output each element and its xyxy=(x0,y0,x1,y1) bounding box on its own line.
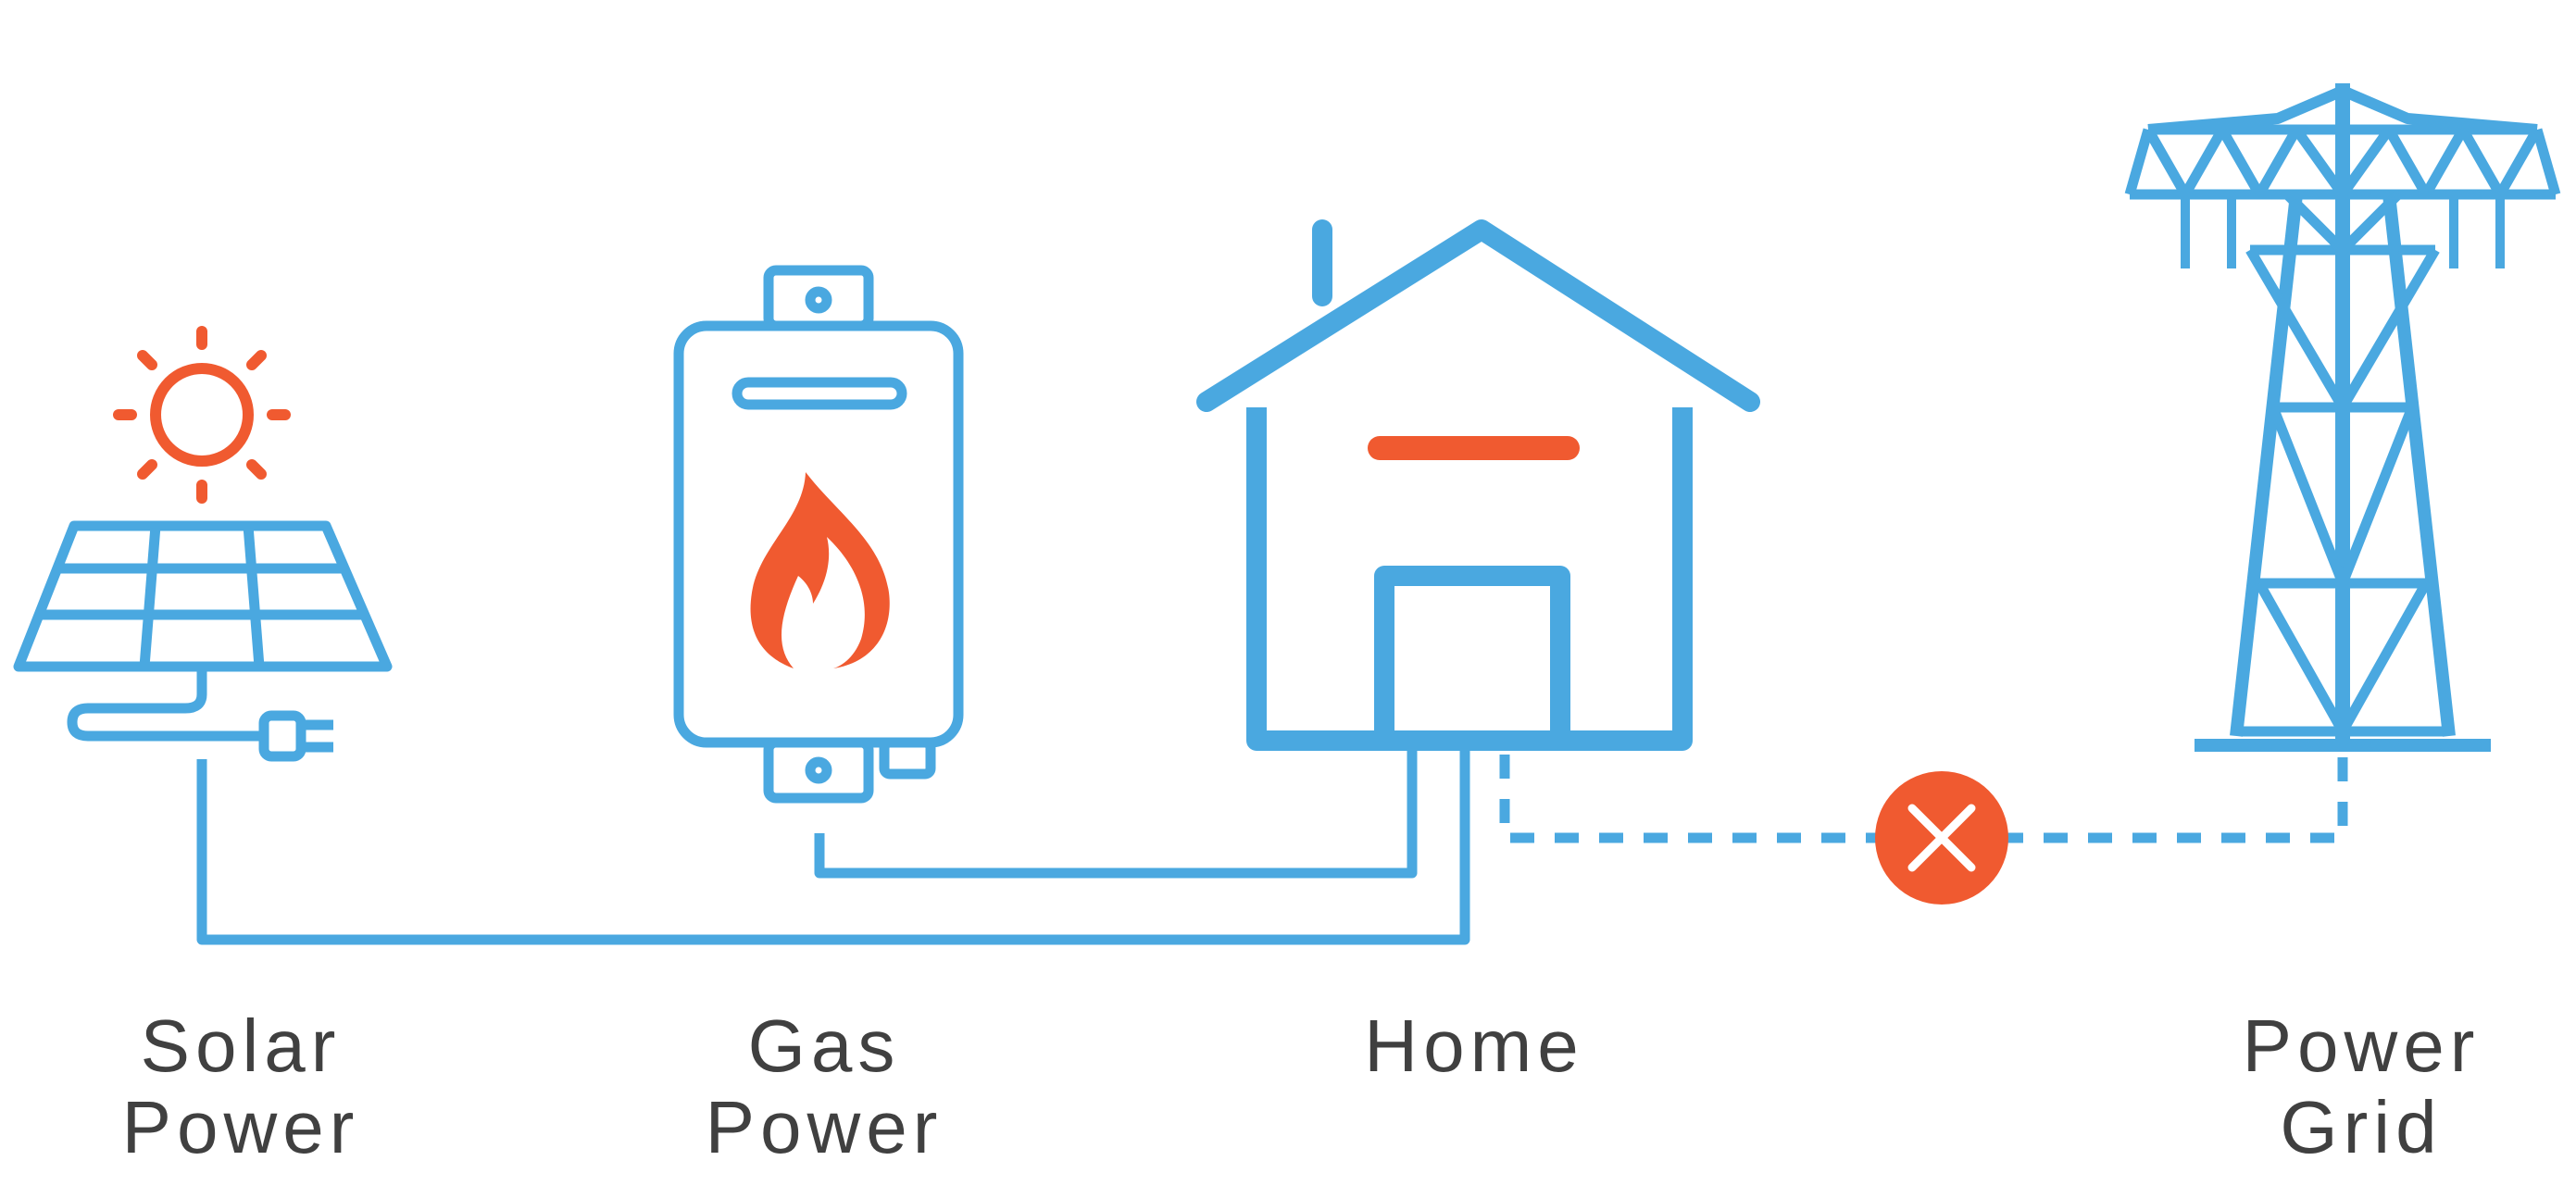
boiler-display-slot xyxy=(732,377,907,410)
label-power-grid: Power Grid xyxy=(2120,1005,2576,1168)
gas-boiler-icon xyxy=(673,265,964,804)
sun-icon xyxy=(113,326,291,504)
flame-icon xyxy=(750,472,890,668)
power-tower-icon xyxy=(2124,83,2561,752)
boiler-bottom-valve xyxy=(763,737,874,804)
label-line: Power xyxy=(2242,1005,2481,1087)
label-line: Home xyxy=(1364,1005,1584,1087)
connection-lines xyxy=(196,750,2348,945)
panel-frame xyxy=(13,520,393,762)
label-solar-power: Solar Power xyxy=(0,1005,481,1168)
solar-panel-icon xyxy=(13,326,393,762)
gas-to-home-line xyxy=(814,750,1418,879)
door xyxy=(1374,566,1570,741)
label-gas-power: Gas Power xyxy=(583,1005,1065,1168)
label-home: Home xyxy=(1233,1005,1715,1087)
label-line: Power xyxy=(121,1086,360,1168)
x-icon xyxy=(1875,771,2008,905)
boiler-top-valve xyxy=(763,265,874,331)
solar-to-home-line xyxy=(196,750,1470,945)
label-line: Grid xyxy=(2280,1086,2443,1168)
house-icon xyxy=(1196,219,1760,751)
label-line: Gas xyxy=(747,1005,901,1087)
label-line: Solar xyxy=(140,1005,342,1087)
label-line: Power xyxy=(705,1086,944,1168)
insulators xyxy=(2181,199,2505,268)
